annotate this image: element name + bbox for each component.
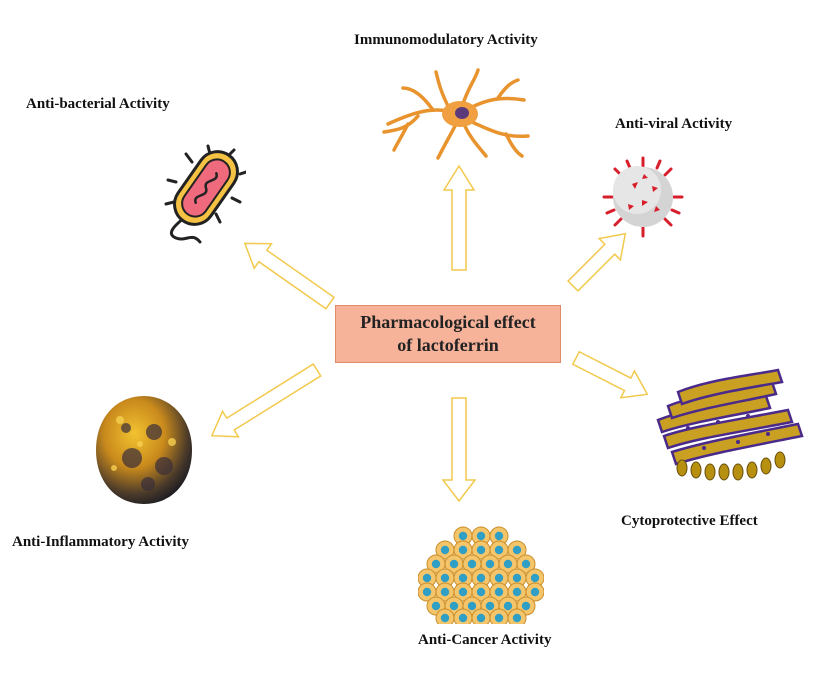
virus-icon (602, 156, 684, 238)
bacterium-icon (164, 144, 246, 244)
center-box: Pharmacological effect of lactoferrin (335, 305, 561, 363)
arrow-upper-right (566, 232, 627, 293)
cancer-cells-icon (418, 526, 544, 624)
arrow-lower-right (571, 350, 649, 399)
label-immunomodulatory: Immunomodulatory Activity (354, 32, 538, 48)
center-title-line2: of lactoferrin (397, 335, 499, 355)
arrow-down (441, 397, 477, 503)
neuron-icon (382, 68, 530, 160)
arrow-upper-left (243, 242, 336, 310)
label-anticancer: Anti-Cancer Activity (418, 632, 552, 648)
center-title-line1: Pharmacological effect (360, 312, 536, 332)
label-antiinflammatory: Anti-Inflammatory Activity (12, 534, 190, 550)
label-cytoprotective: Cytoprotective Effect (621, 513, 758, 529)
label-antibacterial: Anti-bacterial Activity (26, 96, 170, 112)
arrow-up (442, 164, 476, 271)
organelle-icon (656, 368, 804, 481)
inflamed-cell-icon (96, 396, 192, 504)
label-antiviral: Anti-viral Activity (615, 116, 733, 132)
arrow-lower-left (210, 363, 322, 438)
